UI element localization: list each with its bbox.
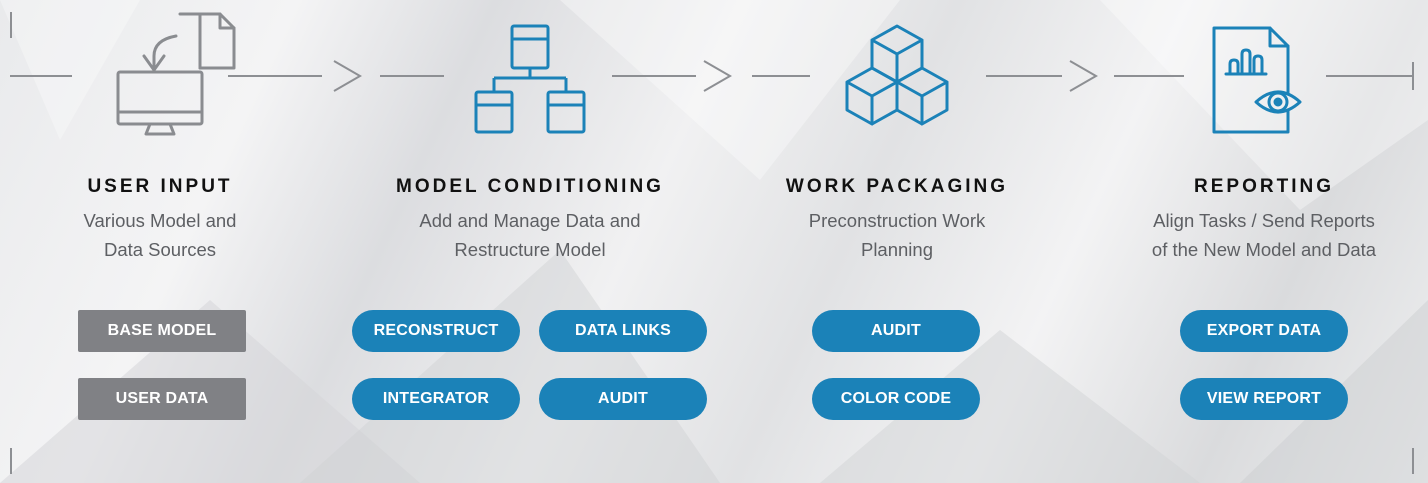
base-model-button[interactable]: BASE MODEL bbox=[78, 310, 246, 352]
step-user-input: USER INPUT Various Model and Data Source… bbox=[40, 174, 280, 264]
flow-line bbox=[380, 75, 444, 77]
audit-button[interactable]: AUDIT bbox=[539, 378, 707, 420]
reconstruct-button[interactable]: RECONSTRUCT bbox=[352, 310, 520, 352]
chevron-right-icon bbox=[333, 60, 363, 92]
step-subtitle: Add and Manage Data and Restructure Mode… bbox=[350, 206, 710, 264]
step-subtitle-line: of the New Model and Data bbox=[1151, 239, 1377, 260]
step-title: WORK PACKAGING bbox=[785, 176, 1009, 197]
flow-line bbox=[986, 75, 1062, 77]
hierarchy-icon bbox=[474, 24, 586, 134]
flow-end-cap bbox=[1412, 62, 1414, 90]
flow-line bbox=[612, 75, 696, 77]
step-work-packaging: WORK PACKAGING Preconstruction Work Plan… bbox=[752, 174, 1042, 264]
monitor-file-import-icon bbox=[116, 12, 236, 136]
step-title: MODEL CONDITIONING bbox=[396, 176, 664, 197]
step-subtitle-line: Preconstruction Work bbox=[808, 210, 986, 231]
step-subtitle-line: Planning bbox=[860, 239, 933, 260]
view-report-button[interactable]: VIEW REPORT bbox=[1180, 378, 1348, 420]
corner-tick-top-left bbox=[10, 12, 12, 38]
flow-line bbox=[1114, 75, 1184, 77]
flow-line bbox=[1326, 75, 1414, 77]
step-subtitle-line: Restructure Model bbox=[454, 239, 606, 260]
step-model-conditioning: MODEL CONDITIONING Add and Manage Data a… bbox=[350, 174, 710, 264]
cubes-icon bbox=[845, 24, 949, 126]
step-subtitle: Preconstruction Work Planning bbox=[752, 206, 1042, 264]
step-title: USER INPUT bbox=[87, 176, 233, 197]
corner-tick-bottom-left bbox=[10, 448, 12, 474]
report-eye-icon bbox=[1212, 26, 1302, 134]
step-reporting: REPORTING Align Tasks / Send Reports of … bbox=[1104, 174, 1424, 264]
color-code-button[interactable]: COLOR CODE bbox=[812, 378, 980, 420]
user-data-button[interactable]: USER DATA bbox=[78, 378, 246, 420]
step-subtitle-line: Data Sources bbox=[103, 239, 217, 260]
step-subtitle: Align Tasks / Send Reports of the New Mo… bbox=[1104, 206, 1424, 264]
step-subtitle-line: Align Tasks / Send Reports bbox=[1153, 210, 1375, 231]
audit-button[interactable]: AUDIT bbox=[812, 310, 980, 352]
integrator-button[interactable]: INTEGRATOR bbox=[352, 378, 520, 420]
step-subtitle-line: Various Model and bbox=[83, 210, 237, 231]
step-subtitle: Various Model and Data Sources bbox=[40, 206, 280, 264]
corner-tick-bottom-right bbox=[1412, 448, 1414, 474]
chevron-right-icon bbox=[1069, 60, 1099, 92]
step-subtitle-line: Add and Manage Data and bbox=[419, 210, 641, 231]
step-title: REPORTING bbox=[1194, 176, 1334, 197]
flow-line bbox=[228, 75, 322, 77]
export-data-button[interactable]: EXPORT DATA bbox=[1180, 310, 1348, 352]
flow-line bbox=[10, 75, 72, 77]
data-links-button[interactable]: DATA LINKS bbox=[539, 310, 707, 352]
chevron-right-icon bbox=[703, 60, 733, 92]
flow-line bbox=[752, 75, 810, 77]
